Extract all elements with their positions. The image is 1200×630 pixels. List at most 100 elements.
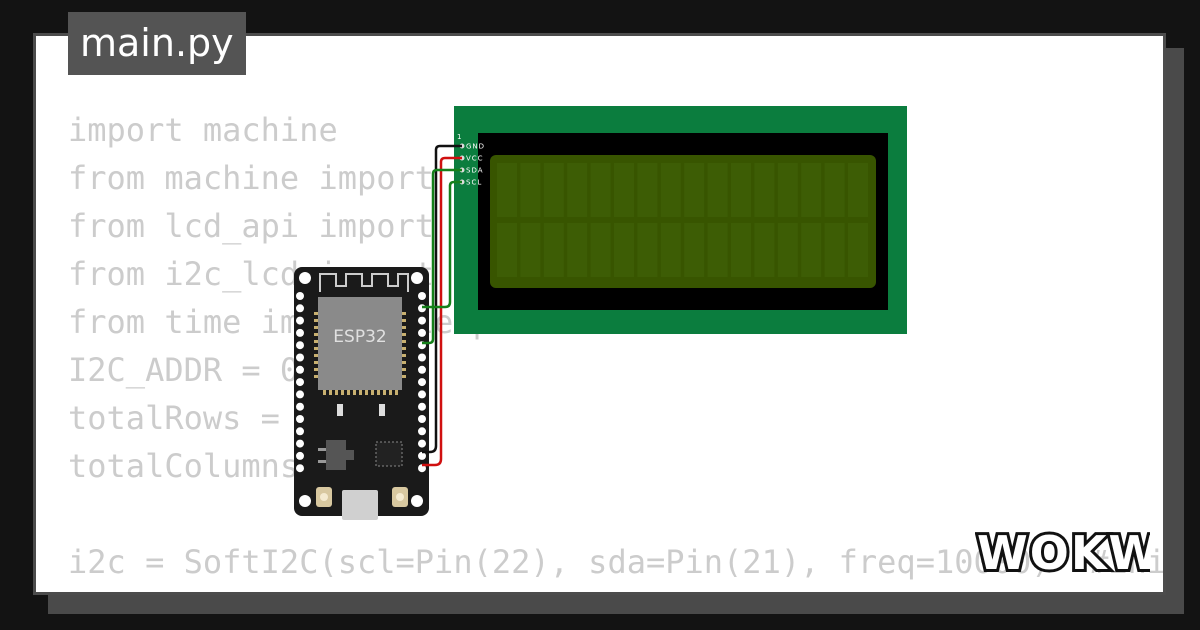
esp32-chip-label: ESP32 [333, 327, 386, 347]
chip-leg [329, 390, 332, 395]
chip-leg [314, 347, 318, 350]
lcd-pin-label: SCL [466, 179, 482, 187]
chip-leg [383, 390, 386, 395]
en-button-cap [396, 493, 404, 501]
lcd-char-cell [848, 223, 868, 277]
esp32-pin[interactable] [418, 316, 426, 325]
esp32-pin[interactable] [418, 353, 426, 362]
esp32-board[interactable]: ESP32 [294, 267, 429, 520]
lcd-char-cell [614, 163, 634, 217]
esp32-shield [318, 297, 402, 390]
chip-leg [402, 333, 406, 336]
wokwi-logo-text: WOKWi [977, 526, 1150, 580]
mount-hole [299, 495, 311, 507]
lcd-char-cell [660, 163, 681, 217]
chip-leg [389, 390, 392, 395]
mount-hole [411, 495, 423, 507]
esp32-pin[interactable] [418, 304, 426, 313]
esp32-pin[interactable] [418, 402, 426, 411]
esp32-pin[interactable] [418, 390, 426, 399]
chip-leg [402, 312, 406, 315]
esp32-pin[interactable] [296, 390, 304, 399]
esp32-pin[interactable] [418, 378, 426, 387]
chip-leg [402, 326, 406, 329]
wire-vcc [422, 156, 462, 467]
esp32-pin[interactable] [418, 439, 426, 448]
esp32-pin[interactable] [296, 328, 304, 337]
wokwi-logo: WOKWi [975, 525, 1150, 580]
chip-leg [314, 333, 318, 336]
chip-leg [335, 390, 338, 395]
chip-leg [402, 368, 406, 371]
chip-leg [402, 340, 406, 343]
esp32-pin[interactable] [418, 292, 426, 300]
wire-gnd [422, 144, 462, 454]
lcd-pin-label: GND [466, 143, 485, 151]
lcd-char-cell [637, 223, 658, 277]
esp32-pin[interactable] [418, 427, 426, 436]
lcd-char-cell [824, 163, 845, 217]
regulator-leg [318, 448, 326, 451]
esp32-pin[interactable] [418, 451, 426, 460]
chip-leg [314, 361, 318, 364]
chip-leg [377, 390, 380, 395]
lcd-char-cell [497, 163, 517, 217]
esp32-pin[interactable] [296, 427, 304, 436]
regulator-tab [346, 450, 354, 460]
lcd-char-cell [520, 223, 541, 277]
esp32-pin[interactable] [296, 451, 304, 460]
voltage-regulator [326, 440, 346, 470]
usb-port [342, 490, 378, 520]
wire-sda [422, 168, 462, 345]
code-line: i2c = SoftI2C(scl=Pin(22), sda=Pin(21), … [68, 543, 1166, 581]
lcd-char-cell [754, 223, 775, 277]
lcd-char-cell [801, 223, 822, 277]
esp32-pin[interactable] [296, 365, 304, 374]
lcd-char-cell [707, 223, 728, 277]
lcd-char-cell [801, 163, 822, 217]
esp32-pin[interactable] [296, 464, 304, 473]
chip-leg [402, 319, 406, 322]
chip-leg [314, 319, 318, 322]
chip-pins [314, 312, 406, 395]
esp32-pin[interactable] [296, 353, 304, 362]
mount-hole [411, 272, 423, 284]
chip-leg [402, 361, 406, 364]
lcd-char-cell [777, 163, 798, 217]
chip-leg [395, 390, 398, 395]
lcd-char-cell [777, 223, 798, 277]
esp32-pin[interactable] [418, 365, 426, 374]
chip-leg [353, 390, 356, 395]
lcd-char-cell [590, 223, 611, 277]
file-tab[interactable]: main.py [68, 12, 246, 75]
esp32-pin[interactable] [296, 341, 304, 350]
wire-scl [422, 180, 462, 309]
esp32-pin[interactable] [296, 439, 304, 448]
lcd-char-cell [637, 163, 658, 217]
esp32-pin[interactable] [418, 415, 426, 423]
esp32-pin[interactable] [296, 304, 304, 313]
antenna-icon [319, 273, 409, 292]
esp32-pin[interactable] [296, 415, 304, 423]
smd-component [379, 404, 385, 416]
esp32-pin[interactable] [418, 328, 426, 337]
esp32-pin[interactable] [296, 378, 304, 387]
wires[interactable] [422, 144, 462, 467]
esp32-pin[interactable] [296, 292, 304, 300]
mount-hole [299, 272, 311, 284]
chip-leg [314, 312, 318, 315]
chip-leg [371, 390, 374, 395]
code-line: import machine [68, 111, 338, 149]
smd-component [337, 404, 343, 416]
regulator-leg [318, 460, 326, 463]
lcd-char-cell [497, 223, 517, 277]
lcd-char-cell [684, 163, 705, 217]
esp32-pin[interactable] [296, 316, 304, 325]
esp32-pin[interactable] [296, 402, 304, 411]
lcd-char-cell [543, 163, 564, 217]
lcd-pin-number: 1 [457, 133, 461, 141]
lcd-char-cell [660, 223, 681, 277]
chip-leg [341, 390, 344, 395]
